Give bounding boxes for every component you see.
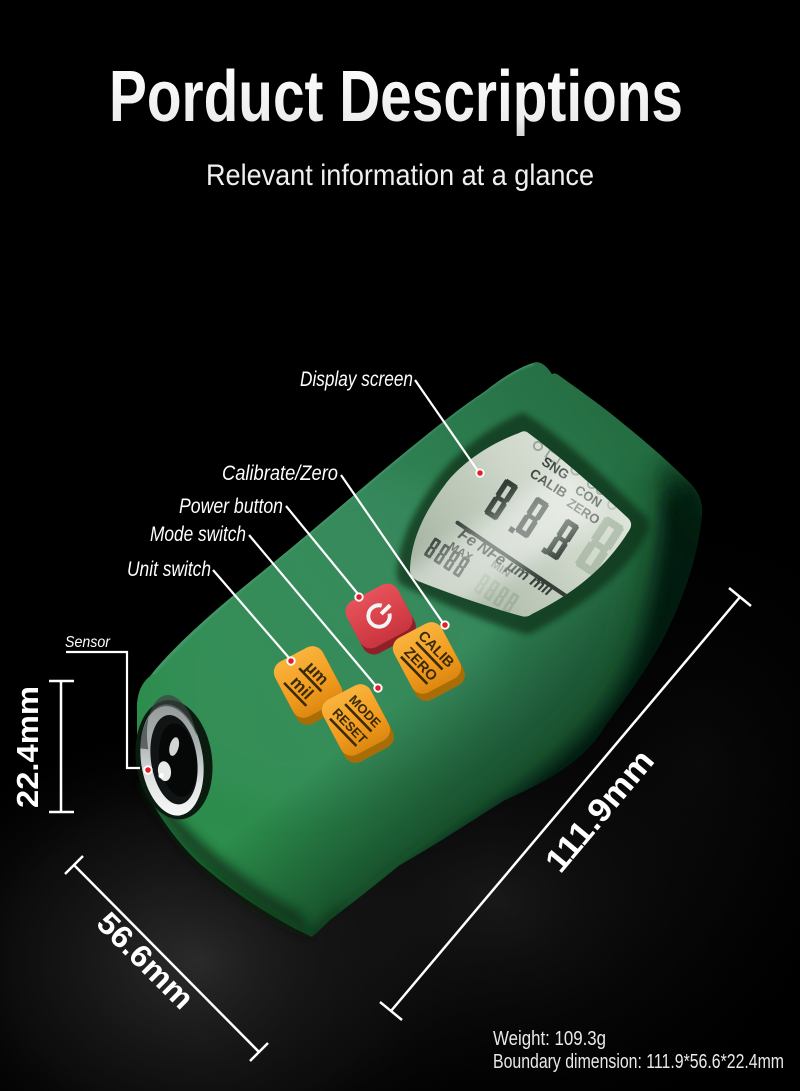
svg-text:Relevant information at a glan: Relevant information at a glance (206, 159, 594, 192)
svg-text:Weight: 109.3g: Weight: 109.3g (493, 1028, 606, 1050)
svg-text:Power button: Power button (179, 495, 283, 518)
svg-text:Mode switch: Mode switch (150, 523, 246, 546)
svg-text:Porduct Descriptions: Porduct Descriptions (109, 57, 683, 137)
svg-text:22.4mm: 22.4mm (10, 686, 45, 808)
svg-text:Calibrate/Zero: Calibrate/Zero (222, 462, 338, 485)
svg-text:Unit switch: Unit switch (127, 558, 211, 581)
svg-text:Sensor: Sensor (65, 634, 111, 651)
svg-text:Boundary dimension: 111.9*56.: Boundary dimension: 111.9*56.6*22.4mm (493, 1051, 784, 1073)
svg-text:Display screen: Display screen (300, 368, 413, 391)
